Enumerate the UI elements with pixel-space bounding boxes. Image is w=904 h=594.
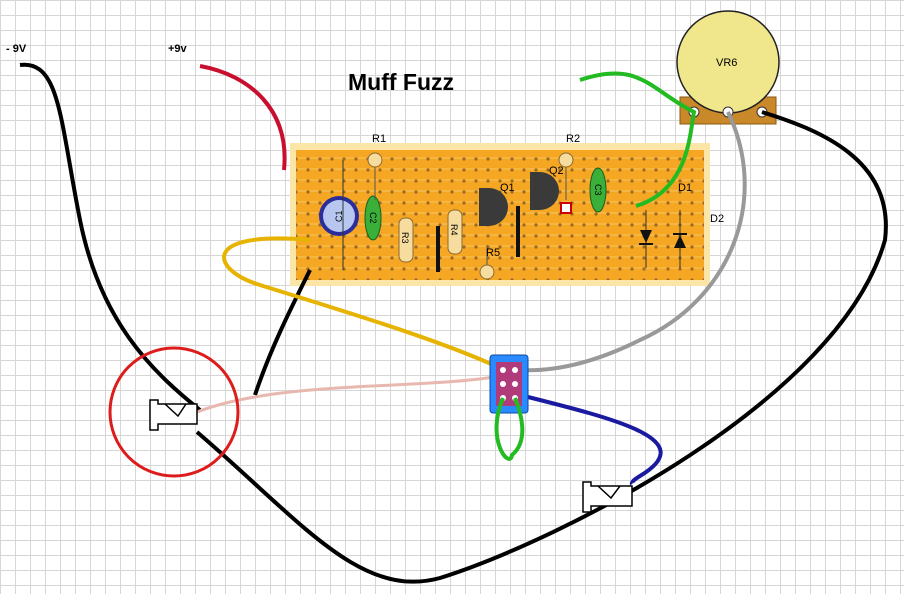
- wire-negative-black: [19, 62, 202, 412]
- c3-label: C3: [593, 184, 603, 196]
- diode-d1[interactable]: D1: [639, 182, 692, 268]
- transistor-q2[interactable]: Q2: [530, 165, 564, 210]
- r1-label: R1: [372, 133, 386, 145]
- d1-label: D1: [678, 182, 692, 194]
- page-title: Muff Fuzz: [348, 69, 454, 95]
- capacitor-c3[interactable]: C3: [589, 167, 607, 213]
- capacitor-c2[interactable]: C2: [364, 195, 382, 241]
- wire-switch-loop-green: [494, 397, 525, 461]
- r5-label: R5: [486, 247, 500, 259]
- vr6-label: VR6: [716, 57, 737, 69]
- r4-label: R4: [449, 224, 459, 236]
- q2-label: Q2: [549, 165, 564, 177]
- resistor-r4[interactable]: R4: [447, 209, 463, 255]
- board-marker: [560, 202, 572, 214]
- diode-d2[interactable]: D2: [673, 210, 724, 268]
- wire-positive-red: [199, 64, 287, 171]
- negative-supply-label: - 9V: [6, 43, 27, 55]
- wire-ground-black-1: [253, 269, 312, 396]
- d2-label: D2: [710, 213, 724, 225]
- c1-label: C1: [334, 210, 344, 222]
- r3-label: R3: [400, 232, 410, 244]
- wire-guitar-pink: [196, 374, 501, 414]
- wire-pot-gray: [519, 111, 747, 373]
- input-jack[interactable]: [149, 399, 198, 431]
- output-jack[interactable]: [582, 481, 633, 513]
- resistor-r2[interactable]: R2: [558, 133, 580, 200]
- wire-input-yellow: [222, 236, 501, 370]
- wire-ground-black-2: [195, 110, 888, 584]
- positive-supply-label: +9v: [168, 43, 188, 55]
- resistor-r3[interactable]: R3: [398, 217, 414, 263]
- footswitch[interactable]: [489, 354, 529, 414]
- capacitor-c1[interactable]: C1: [319, 196, 359, 236]
- wire-output-green: [579, 71, 697, 208]
- q1-label: Q1: [500, 182, 515, 194]
- resistor-r1[interactable]: R1: [367, 133, 386, 200]
- highlight-circle: [108, 346, 240, 478]
- potentiometer-vr6[interactable]: VR6: [676, 10, 780, 125]
- wire-out-blue: [519, 393, 663, 486]
- resistor-r5[interactable]: R5: [479, 245, 500, 280]
- r2-label: R2: [566, 133, 580, 145]
- transistor-q1[interactable]: Q1: [479, 182, 515, 226]
- c2-label: C2: [368, 212, 378, 224]
